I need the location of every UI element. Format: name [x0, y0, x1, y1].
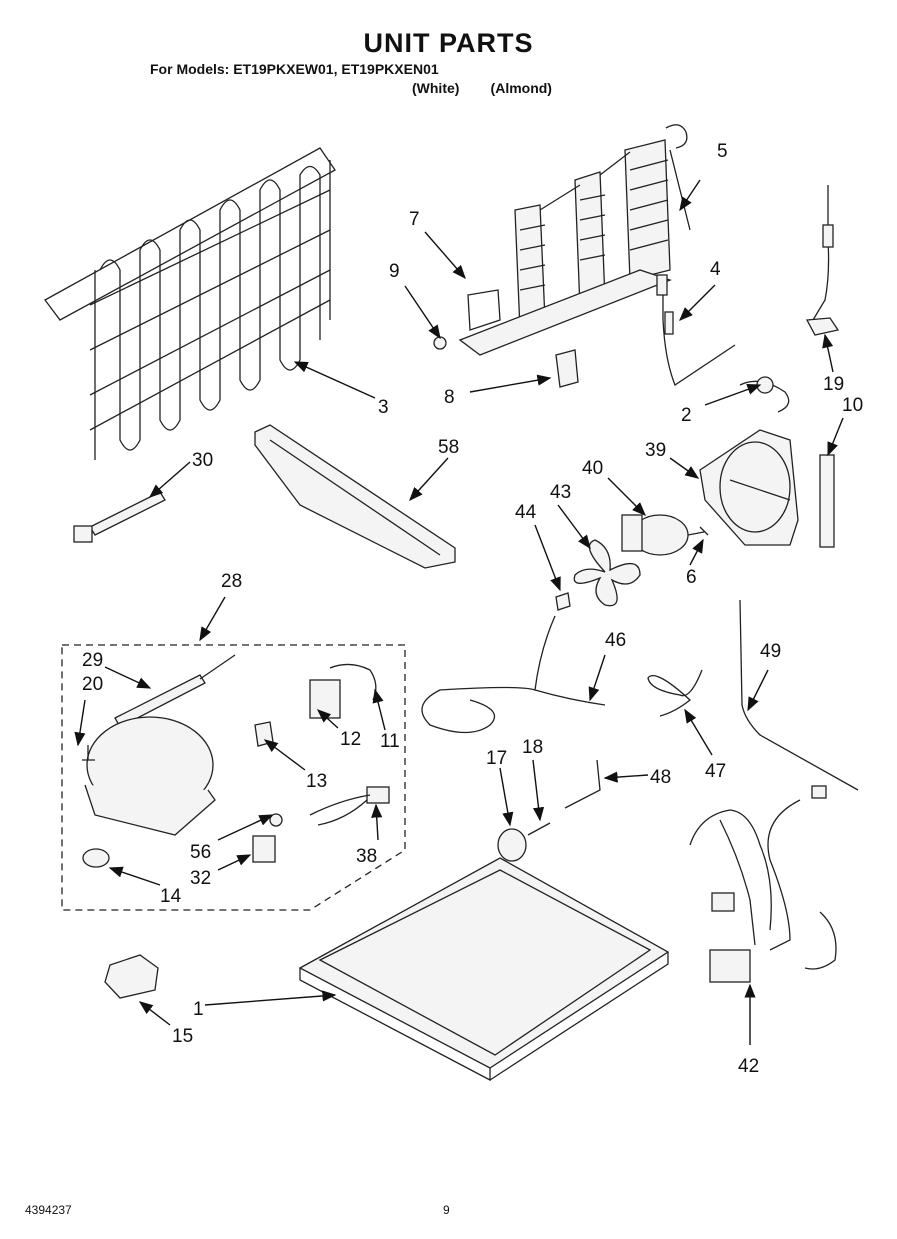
model-colors: (White) (Almond): [412, 80, 552, 96]
compressor-kit-group: [61, 644, 406, 911]
callout-30: 30: [192, 450, 213, 471]
callout-47: 47: [705, 761, 726, 782]
callout-42: 42: [738, 1056, 759, 1077]
callout-20: 20: [82, 674, 103, 695]
callout-7: 7: [409, 209, 420, 230]
callout-3: 3: [378, 397, 389, 418]
condenser-fan-motor: [621, 514, 709, 556]
leader-lines: [74, 179, 844, 1045]
callout-58: 58: [438, 437, 459, 458]
defrost-thermostat: [656, 274, 736, 386]
callout-46: 46: [605, 630, 626, 651]
defrost-heater-wire: [805, 185, 840, 548]
evaporator-assembly: [433, 124, 691, 388]
condenser-fan-blade: [555, 539, 641, 611]
callout-10: 10: [842, 395, 863, 416]
discharge-tube: [739, 599, 859, 791]
callout-11: 11: [380, 731, 400, 752]
wiring-harness: [689, 785, 837, 983]
control-block: [104, 954, 159, 999]
callout-15: 15: [172, 1026, 193, 1047]
callout-17: 17: [486, 748, 507, 769]
condenser-coil: [44, 147, 336, 460]
callout-19: 19: [823, 374, 844, 395]
callout-39: 39: [645, 440, 666, 461]
callout-32: 32: [190, 868, 211, 889]
page-number: 9: [443, 1203, 450, 1217]
roller: [497, 822, 551, 862]
callout-6: 6: [686, 567, 697, 588]
callout-18: 18: [522, 737, 543, 758]
page-title: UNIT PARTS: [363, 28, 534, 58]
fan-shroud: [699, 429, 799, 546]
callout-29: 29: [82, 650, 103, 671]
callout-9: 9: [389, 261, 400, 282]
callout-28: 28: [221, 571, 242, 592]
document-number: 4394237: [25, 1203, 72, 1217]
drain-pan: [254, 424, 456, 569]
callout-48: 48: [650, 767, 671, 788]
callout-12: 12: [340, 729, 361, 750]
suction-tube: [564, 759, 601, 809]
model-numbers: For Models: ET19PKXEW01, ET19PKXEN01: [150, 61, 439, 77]
callout-13: 13: [306, 771, 327, 792]
callout-56: 56: [190, 842, 211, 863]
callout-44: 44: [515, 502, 537, 523]
callout-49: 49: [760, 641, 781, 662]
base-plate: [298, 857, 670, 1082]
tube-loop: [647, 669, 703, 717]
callout-40: 40: [582, 458, 603, 479]
callout-4: 4: [710, 259, 721, 280]
callout-38: 38: [356, 846, 377, 867]
callout-5: 5: [717, 141, 728, 162]
condensate-tube: [421, 615, 606, 734]
thermostat-plug: [739, 376, 790, 413]
tie-strap: [73, 491, 166, 543]
callout-2: 2: [681, 405, 692, 426]
callout-43: 43: [550, 482, 571, 503]
callout-1: 1: [193, 999, 204, 1020]
callout-8: 8: [444, 387, 455, 408]
callout-labels: 3 5 7 9 8 4 2 19 10 39 40 43 44 6 58 30 …: [82, 141, 863, 1077]
callout-14: 14: [160, 886, 182, 907]
